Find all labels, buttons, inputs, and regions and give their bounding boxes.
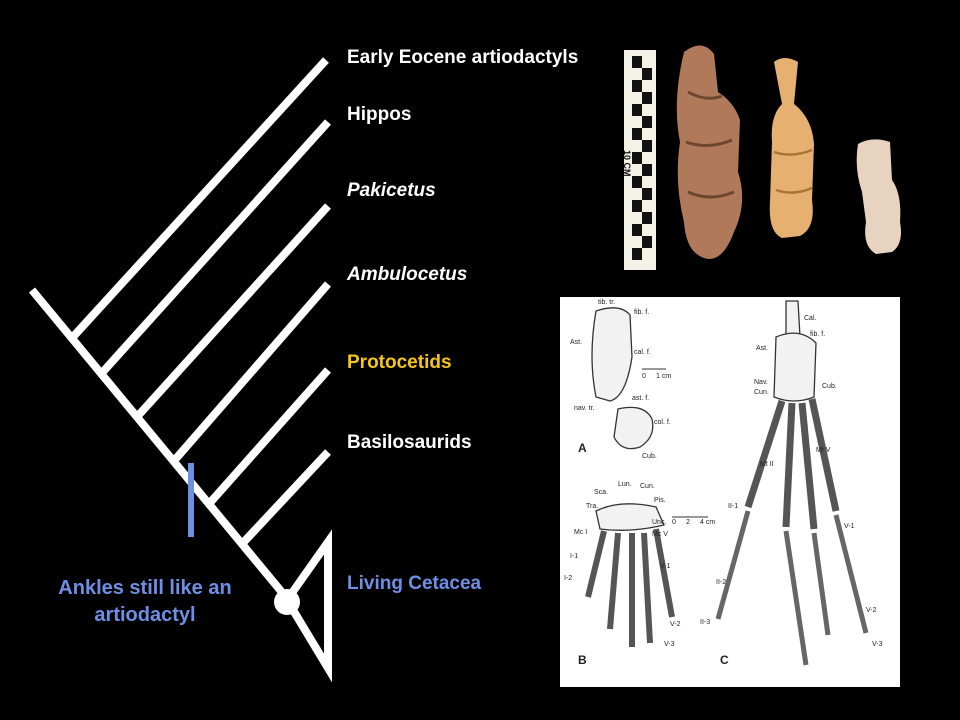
metatarsal-2 xyxy=(744,399,786,509)
label-c: Ast. xyxy=(756,345,769,352)
label-b: Sca. xyxy=(594,489,609,496)
ankle-caption: Ankles still like an artiodactyl xyxy=(20,575,270,629)
skeletal-figure: A B C tib. tr. fib. f. Ast. cal. f. 0 1 … xyxy=(560,297,900,687)
tarsal-block xyxy=(773,332,817,402)
label-c: V-1 xyxy=(844,523,855,530)
metacarpal-5 xyxy=(653,528,675,618)
fossil-ankle-photo: 10 CM xyxy=(622,32,934,272)
label-b: I-1 xyxy=(570,553,579,560)
label-c: Nav. xyxy=(754,379,768,386)
label-a: 0 xyxy=(642,373,646,380)
fossil-small xyxy=(856,139,901,254)
scale-bar-checks xyxy=(632,56,652,260)
metacarpal-4 xyxy=(641,532,653,644)
label-c: Cun. xyxy=(754,389,769,396)
label-c: Mt V xyxy=(816,447,831,454)
branch-early-eocene xyxy=(69,57,329,341)
metatarsal-4 xyxy=(798,402,818,530)
label-b: V-3 xyxy=(664,641,675,648)
label-a: 1 cm xyxy=(656,373,672,380)
fossil-middle xyxy=(769,58,814,238)
branch-hippos xyxy=(98,119,331,377)
panel-letter-b: B xyxy=(578,653,587,667)
branch-pakicetus xyxy=(133,203,331,421)
branch-ambulocetus xyxy=(169,281,332,465)
label-c: II-2 xyxy=(716,579,727,586)
toe-4 xyxy=(811,532,831,636)
metacarpal-2 xyxy=(607,532,621,630)
branch-basilosaurids xyxy=(238,449,331,548)
crown-wedge xyxy=(283,529,332,683)
skeletal-drawing xyxy=(585,300,869,666)
label-b: Mc I xyxy=(574,529,588,536)
label-b: Mc V xyxy=(652,531,668,538)
label-b: I-2 xyxy=(564,575,573,582)
metatarsal-5 xyxy=(808,398,840,512)
caption-line-2: artiodactyl xyxy=(94,604,196,626)
panel-letter-a: A xyxy=(578,441,587,455)
label-a: cal. f. xyxy=(634,349,651,356)
label-a: nav. tr. xyxy=(574,405,595,412)
label-a: Cub. xyxy=(642,453,657,460)
label-b: 2 xyxy=(686,519,690,526)
label-c: fib. f. xyxy=(810,331,826,338)
taxon-protocetids: Protocetids xyxy=(347,352,452,373)
taxon-basilosaurids: Basilosaurids xyxy=(347,432,472,453)
metacarpal-1 xyxy=(585,530,607,598)
taxon-pakicetus: Pakicetus xyxy=(347,180,436,201)
label-c: II-1 xyxy=(728,503,739,510)
toe-2 xyxy=(715,510,751,620)
label-b: 0 xyxy=(672,519,676,526)
panel-letter-c: C xyxy=(720,653,729,667)
label-b: V-2 xyxy=(670,621,681,628)
taxon-living-cetacea: Living Cetacea xyxy=(347,573,482,594)
label-b: Lun. xyxy=(618,481,632,488)
label-b: Cun. xyxy=(640,483,655,490)
label-b: Pis. xyxy=(654,497,666,504)
toe-5 xyxy=(833,514,869,634)
scale-label: 10 CM xyxy=(622,150,632,177)
label-c: Mt II xyxy=(760,461,774,468)
carpal-row xyxy=(595,503,665,531)
label-a: col. f. xyxy=(654,419,671,426)
taxon-hippos: Hippos xyxy=(347,104,412,125)
label-b: V-1 xyxy=(660,563,671,570)
label-c: V-3 xyxy=(872,641,883,648)
toe-3 xyxy=(783,530,809,666)
taxon-ambulocetus: Ambulocetus xyxy=(347,264,468,285)
fossil-large xyxy=(676,45,743,259)
caption-line-1: Ankles still like an xyxy=(58,577,232,599)
label-b: Unc. xyxy=(652,519,667,526)
cuboid-bone xyxy=(613,406,654,450)
fossil-photo-drawing xyxy=(624,45,901,270)
metatarsal-3 xyxy=(782,402,796,528)
label-b: 4 cm xyxy=(700,519,716,526)
label-a: Ast. xyxy=(570,339,583,346)
label-a: tib. tr. xyxy=(598,299,616,306)
taxon-early-eocene: Early Eocene artiodactyls xyxy=(347,47,579,68)
label-c: Cub. xyxy=(822,383,837,390)
astragalus-bone xyxy=(591,307,633,402)
tree-trunk xyxy=(28,287,294,605)
label-b: Tra. xyxy=(586,503,599,510)
label-a: fib. f. xyxy=(634,309,650,316)
label-c: V-2 xyxy=(866,607,877,614)
label-a: ast. f. xyxy=(632,395,650,402)
label-c: II-3 xyxy=(700,619,711,626)
crown-node xyxy=(274,589,300,615)
label-c: Cal. xyxy=(804,315,817,322)
branch-protocetids xyxy=(205,367,331,508)
